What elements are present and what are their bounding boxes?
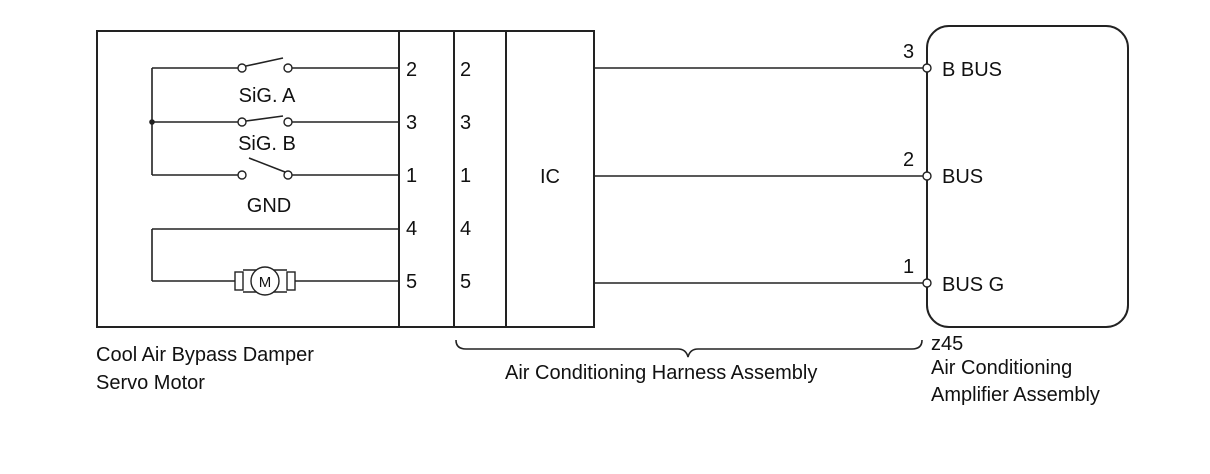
amp-name-line2: Amplifier Assembly	[931, 384, 1100, 406]
harness-pin: 1	[460, 165, 471, 187]
amp-terminal	[922, 171, 932, 181]
amp-pin: 2	[903, 149, 914, 171]
ic-block	[505, 30, 595, 328]
servo-pin: 3	[406, 112, 417, 134]
amp-connector: z45	[931, 333, 963, 355]
gnd-switch-blade	[248, 157, 286, 173]
harness-name: Air Conditioning Harness Assembly	[505, 362, 817, 384]
servo-pin: 1	[406, 165, 417, 187]
amp-terminal-label: B BUS	[942, 59, 1002, 81]
servo-pin: 2	[406, 59, 417, 81]
switch-b-contact-left	[237, 117, 247, 127]
harness-pin: 3	[460, 112, 471, 134]
switch-b-blade	[245, 115, 284, 122]
servo-name-line1: Cool Air Bypass Damper	[96, 344, 314, 366]
gnd-label: GND	[247, 195, 291, 217]
gnd-switch-contact-left	[237, 170, 247, 180]
motor-label: M	[259, 274, 272, 291]
switch-b-contact-right	[283, 117, 293, 127]
servo-motor-box	[96, 30, 400, 328]
amp-terminal-label: BUS	[942, 166, 983, 188]
servo-pin: 5	[406, 271, 417, 293]
ic-label: IC	[540, 166, 560, 188]
servo-pin: 4	[406, 218, 417, 240]
amp-name-line1: Air Conditioning	[931, 357, 1072, 379]
harness-pin: 5	[460, 271, 471, 293]
servo-name-line2: Servo Motor	[96, 372, 205, 394]
amp-terminal	[922, 278, 932, 288]
gnd-switch-contact-right	[283, 170, 293, 180]
switch-a-contact-left	[237, 63, 247, 73]
switch-a-contact-right	[283, 63, 293, 73]
harness-pin: 2	[460, 59, 471, 81]
amp-terminal-label: BUS G	[942, 274, 1004, 296]
amp-pin: 1	[903, 256, 914, 278]
switch-a-blade	[245, 57, 284, 67]
harness-pin: 4	[460, 218, 471, 240]
harness-pin-column-2	[453, 30, 507, 328]
switch-a-label: SiG. A	[239, 85, 296, 107]
harness-pin-column-1	[398, 30, 455, 328]
amp-pin: 3	[903, 41, 914, 63]
switch-b-label: SiG. B	[238, 133, 296, 155]
motor-icon	[234, 266, 296, 296]
amp-terminal	[922, 63, 932, 73]
harness-brace	[455, 339, 923, 358]
